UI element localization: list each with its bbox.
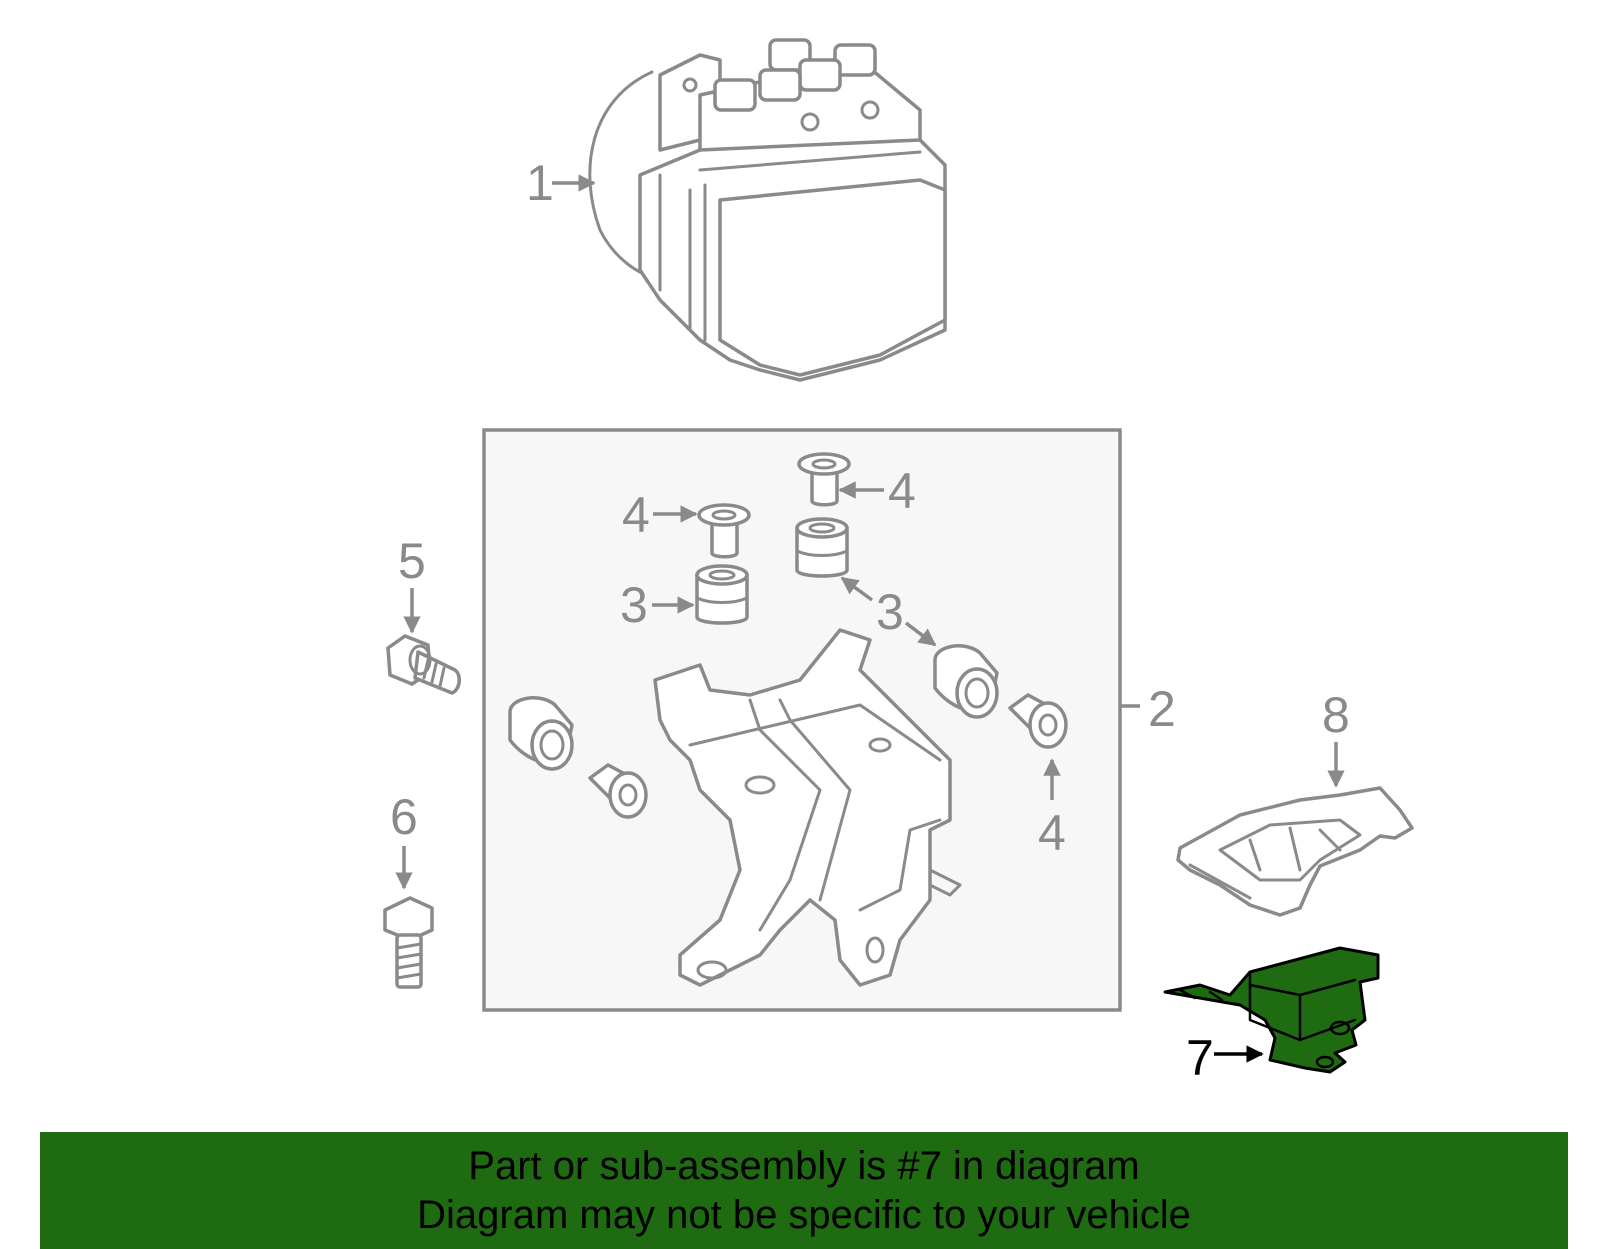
banner-line-1: Part or sub-assembly is #7 in diagram	[468, 1143, 1140, 1188]
callout-3-right: 3	[876, 584, 904, 640]
info-banner: Part or sub-assembly is #7 in diagram Di…	[40, 1132, 1568, 1249]
arrow-3-down	[904, 621, 937, 647]
callout-2: 2	[1148, 681, 1176, 737]
mounting-bracket	[653, 628, 962, 987]
callout-1: 1	[526, 155, 554, 211]
callout-5: 5	[398, 533, 426, 589]
collar-top-right	[797, 452, 851, 507]
highlighted-part-7	[1163, 946, 1380, 1074]
shield-part-8	[1176, 786, 1414, 917]
collar-left	[588, 763, 648, 819]
callout-3-left: 3	[620, 577, 648, 633]
callout-4-left: 4	[622, 487, 650, 543]
arrow-3-up	[840, 576, 874, 602]
callout-4-bottom: 4	[1038, 805, 1066, 861]
collar-right	[1008, 693, 1068, 749]
cushion-upper-right	[795, 517, 849, 578]
abs-actuator-part-1	[588, 38, 947, 382]
callout-6: 6	[390, 789, 418, 845]
cushion-right	[933, 644, 999, 719]
callout-4-top: 4	[888, 463, 916, 519]
collar-top-left	[697, 503, 751, 559]
cushion-left	[508, 696, 574, 771]
callout-8: 8	[1322, 687, 1350, 743]
callout-7: 7	[1186, 1030, 1214, 1086]
bolt-part-5	[386, 634, 461, 695]
banner-line-2: Diagram may not be specific to your vehi…	[417, 1192, 1191, 1237]
bolt-part-6	[383, 896, 434, 989]
cushion-upper-left	[695, 564, 749, 625]
